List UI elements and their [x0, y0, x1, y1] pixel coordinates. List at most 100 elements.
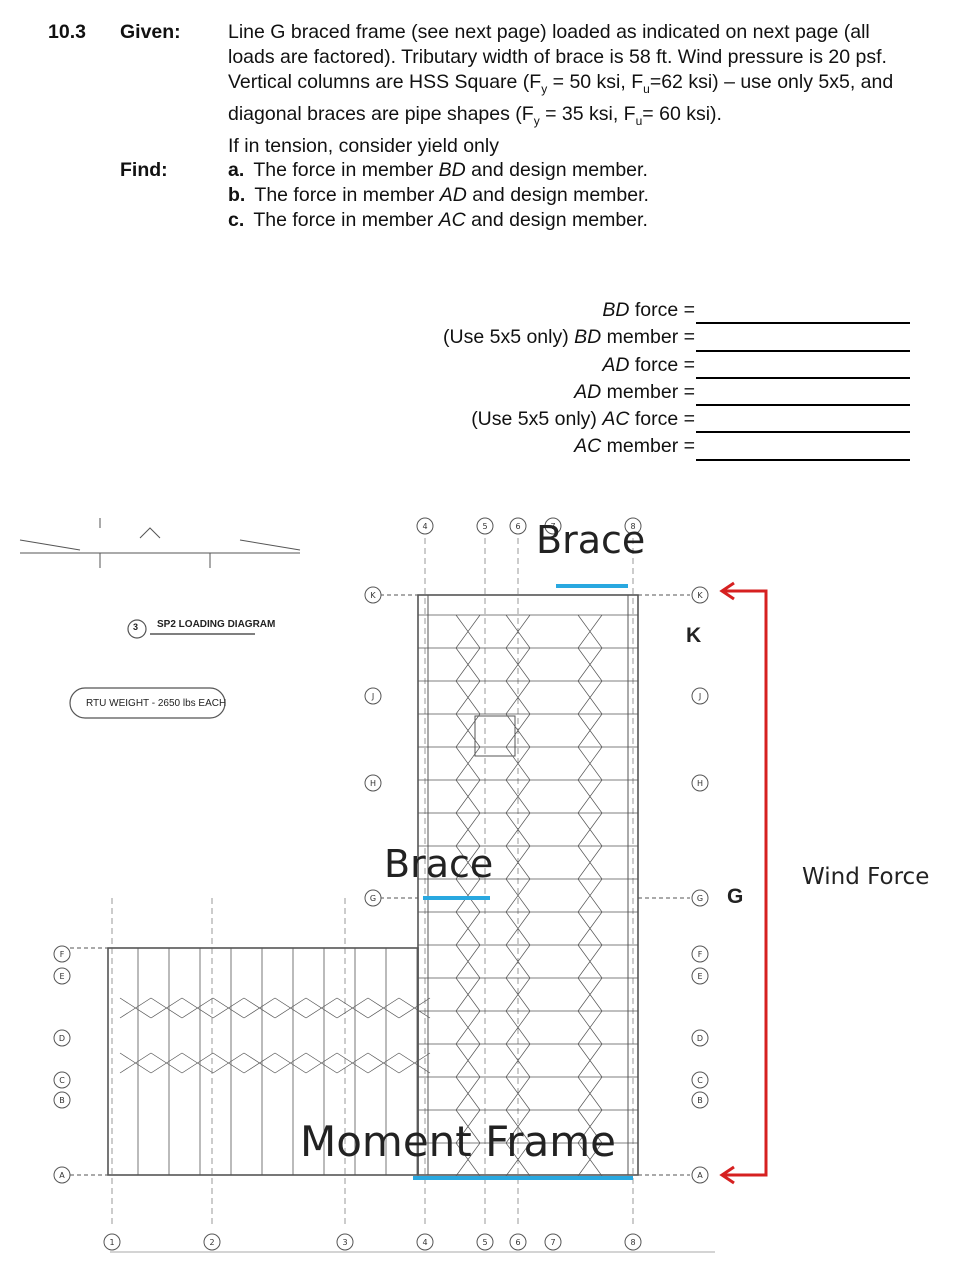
brace-label-top: Brace	[536, 518, 646, 562]
svg-text:C: C	[59, 1076, 65, 1085]
answer-label: (Use 5x5 only) BD member =	[443, 326, 695, 349]
answer-row: (Use 5x5 only) AC force =	[330, 406, 910, 434]
grid-bubble-right: J	[691, 687, 709, 705]
given-line: If in tension, consider yield only	[228, 134, 499, 157]
svg-text:7: 7	[550, 522, 555, 531]
given-line: loads are factored). Tributary width of …	[228, 46, 887, 68]
grid-bubble-left-g: G	[364, 889, 382, 907]
svg-text:8: 8	[630, 522, 635, 531]
answer-blanks: BD force = (Use 5x5 only) BD member = AD f…	[330, 297, 910, 461]
svg-text:K: K	[697, 591, 703, 600]
answer-label: AC member =	[574, 435, 695, 458]
answer-blank[interactable]	[696, 441, 910, 461]
grid-bubble-left: E	[53, 967, 71, 985]
svg-text:A: A	[59, 1171, 65, 1180]
svg-text:1: 1	[109, 1238, 114, 1247]
svg-text:8: 8	[630, 1238, 635, 1247]
svg-text:2: 2	[209, 1238, 214, 1247]
answer-label: AD member =	[574, 380, 695, 403]
find-item: b. The force in member AD and design mem…	[228, 184, 649, 206]
svg-text:A: A	[697, 1171, 703, 1180]
given-line: Line G braced frame (see next page) load…	[228, 21, 870, 43]
answer-label: BD force =	[602, 299, 695, 321]
svg-text:6: 6	[515, 522, 520, 531]
grid-bubble-bottom: 7	[544, 1233, 562, 1251]
svg-text:4: 4	[422, 522, 427, 531]
svg-text:F: F	[698, 950, 703, 959]
wind-force-arrow	[719, 581, 768, 1185]
rtu-weight-note: RTU WEIGHT - 2650 lbs EACH	[86, 698, 227, 709]
wind-force-label: Wind Force	[802, 864, 930, 890]
grid-bubble-top: 5	[476, 517, 494, 535]
grid-bubble-right: E	[691, 967, 709, 985]
svg-text:G: G	[697, 894, 703, 903]
plan-linework	[19, 518, 715, 1253]
grid-bubble-bottom: 3	[336, 1233, 354, 1251]
find-item: a. The force in member BD and design mem…	[228, 159, 648, 181]
svg-text:D: D	[697, 1034, 703, 1043]
answer-blank[interactable]	[696, 332, 910, 352]
answer-row: BD force =	[330, 297, 910, 325]
given-label: Given:	[120, 21, 181, 43]
svg-text:J: J	[371, 692, 374, 701]
svg-text:4: 4	[422, 1238, 427, 1247]
grid-bubble-right: B	[691, 1091, 709, 1109]
grid-bubble-bottom: 1	[103, 1233, 121, 1251]
svg-text:7: 7	[550, 1238, 555, 1247]
answer-row: AD member =	[330, 379, 910, 407]
svg-text:5: 5	[482, 522, 487, 531]
given-text: Line G braced frame (see next page) load…	[228, 20, 928, 159]
svg-text:D: D	[59, 1034, 65, 1043]
grid-bubble-right: F	[691, 945, 709, 963]
grid-bubble-right: A	[691, 1166, 709, 1184]
answer-label: (Use 5x5 only) AC force =	[471, 408, 695, 431]
answer-row: AD force =	[330, 352, 910, 379]
answer-blank[interactable]	[696, 359, 910, 379]
grid-bubble-right: C	[691, 1071, 709, 1089]
svg-text:E: E	[697, 972, 702, 981]
grid-bubble-top: 6	[509, 517, 527, 535]
svg-text:J: J	[698, 692, 701, 701]
grid-bubble-top: 8	[624, 517, 642, 535]
grid-bubble-right: G	[691, 889, 709, 907]
loading-diagram-title: SP2 LOADING DIAGRAM	[157, 619, 276, 630]
grid-line-k-label: K	[686, 624, 702, 647]
svg-text:C: C	[697, 1076, 703, 1085]
svg-text:G: G	[370, 894, 376, 903]
svg-text:K: K	[370, 591, 376, 600]
grid-bubble-right: K	[691, 586, 709, 604]
given-line: Vertical columns are HSS Square (Fy = 50…	[228, 71, 894, 96]
grid-bubble-left: B	[53, 1091, 71, 1109]
svg-text:E: E	[59, 972, 64, 981]
find-item: c. The force in member AC and design mem…	[228, 209, 648, 231]
grid-bubble-bottom: 8	[624, 1233, 642, 1251]
grid-bubble-right: H	[691, 774, 709, 792]
svg-text:H: H	[697, 779, 703, 788]
answer-blank[interactable]	[696, 386, 910, 407]
grid-bubble-left: C	[53, 1071, 71, 1089]
grid-bubble-left: F	[53, 945, 71, 963]
svg-text:H: H	[370, 779, 376, 788]
grid-bubble-top: 4	[416, 517, 434, 535]
grid-bubble-left: A	[53, 1166, 71, 1184]
answer-blank[interactable]	[696, 413, 910, 434]
svg-text:3: 3	[342, 1238, 347, 1247]
answer-blank[interactable]	[696, 304, 910, 325]
answer-row: AC member =	[330, 433, 910, 461]
grid-bubble-left-k: K	[364, 586, 382, 604]
grid-bubble-bottom: 4	[416, 1233, 434, 1251]
svg-text:5: 5	[482, 1238, 487, 1247]
moment-frame-label: Moment Frame	[300, 1117, 616, 1166]
grid-line-g-label: G	[727, 885, 744, 908]
grid-bubble-left-h: H	[364, 774, 382, 792]
find-label: Find:	[120, 159, 168, 181]
grid-bubble-right: D	[691, 1029, 709, 1047]
svg-text:B: B	[59, 1096, 65, 1105]
svg-text:B: B	[697, 1096, 703, 1105]
answer-label: AD force =	[602, 353, 695, 376]
grid-bubble-left: D	[53, 1029, 71, 1047]
grid-bubble-bottom: 6	[509, 1233, 527, 1251]
given-line: diagonal braces are pipe shapes (Fy = 35…	[228, 102, 722, 128]
loading-diagram-number: 3	[133, 622, 139, 632]
